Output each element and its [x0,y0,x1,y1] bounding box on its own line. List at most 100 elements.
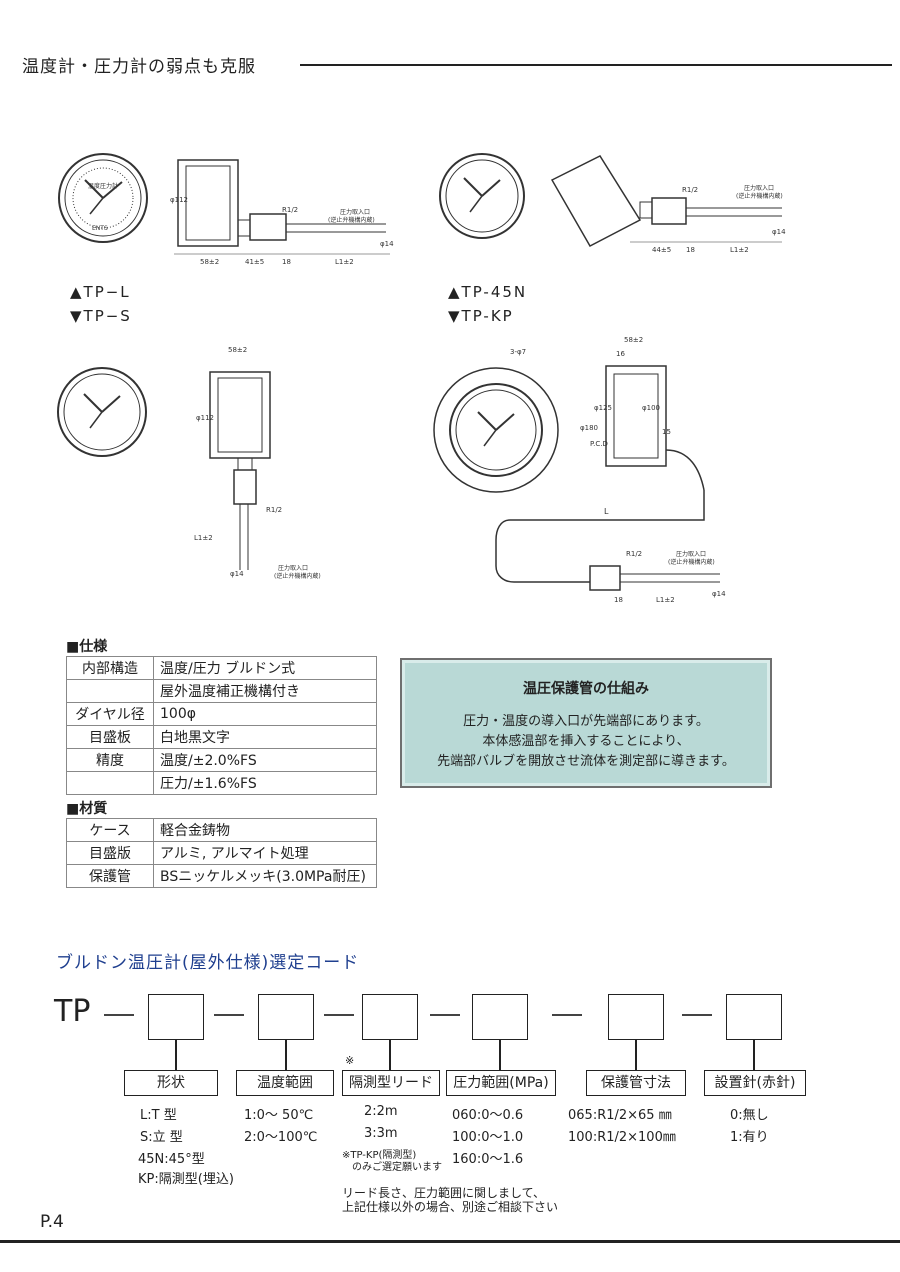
svg-text:圧力取入口: 圧力取入口 [340,208,370,216]
category-label-needle: 設置針(赤針) [704,1070,806,1096]
code-dash [324,1014,354,1016]
model-label-tp-s: ▼TP−S [70,307,132,325]
svg-text:R1/2: R1/2 [266,506,282,514]
svg-text:φ100: φ100 [642,404,660,412]
option-tube: 065:R1/2×65 ㎜ [568,1108,672,1123]
svg-text:L1±2: L1±2 [656,596,675,604]
category-label-tube: 保護管寸法 [586,1070,686,1096]
note-line: 圧力・温度の導入口が先端部にあります。 [463,714,709,729]
svg-text:圧力取入口: 圧力取入口 [278,564,308,572]
svg-text:41±5: 41±5 [245,258,264,266]
header-rule [300,64,892,66]
svg-text:3-φ7: 3-φ7 [510,348,526,356]
code-prefix: TP [54,994,91,1029]
svg-text:18: 18 [686,246,695,254]
svg-text:(逆止弁機構内蔵): (逆止弁機構内蔵) [668,558,715,566]
svg-text:R1/2: R1/2 [682,186,698,194]
code-dash [104,1014,134,1016]
category-label-shape: 形状 [124,1070,218,1096]
model-label-tp-kp: ▼TP-KP [448,307,514,325]
svg-text:L1±2: L1±2 [194,534,213,542]
option-shape: S:立 型 [140,1130,183,1145]
svg-text:(逆止弁機構内蔵): (逆止弁機構内蔵) [328,216,375,224]
table-row: 精度温度/±2.0%FS [66,748,377,772]
svg-text:18: 18 [282,258,291,266]
page-section-title: 温度計・圧力計の弱点も克服 [22,57,256,77]
svg-text:(逆止弁機構内蔵): (逆止弁機構内蔵) [736,192,783,200]
option-tube: 100:R1/2×100㎜ [568,1130,676,1145]
svg-text:φ14: φ14 [712,590,726,598]
option-needle: 0:無し [730,1108,769,1123]
category-label-pressure: 圧力範囲(MPa) [446,1070,556,1096]
code-stem [175,1039,177,1070]
svg-text:(逆止弁機構内蔵): (逆止弁機構内蔵) [274,572,321,580]
code-dash [214,1014,244,1016]
code-stem [285,1039,287,1070]
svg-text:φ14: φ14 [772,228,786,236]
svg-text:L: L [604,507,609,516]
spec-title: ■仕様 [66,639,108,655]
material-title: ■材質 [66,801,108,817]
code-box-lead [362,994,418,1040]
note-box: 温圧保護管の仕組み 圧力・温度の導入口が先端部にあります。 本体感温部を挿入する… [400,658,772,788]
svg-text:L1±2: L1±2 [730,246,749,254]
svg-text:58±2: 58±2 [228,346,247,354]
asterisk-mark: ※ [345,1054,355,1067]
svg-text:L1±2: L1±2 [335,258,354,266]
option-temp: 2:0〜100℃ [244,1130,318,1145]
drawing-tp-s: 58±2 φ112 R1/2 L1±2 φ14 圧力取入口 (逆止弁機構内蔵) [50,340,350,590]
footer-rule [0,1240,900,1243]
option-shape: L:T 型 [140,1108,177,1123]
table-row: 圧力/±1.6%FS [66,771,377,795]
code-stem [499,1039,501,1070]
code-footnote: リード長さ、圧力範囲に関しまして、 [342,1186,546,1200]
svg-text:φ180: φ180 [580,424,598,432]
code-box-temp [258,994,314,1040]
lead-note: のみご選定願います [352,1162,442,1173]
option-pressure: 100:0〜1.0 [452,1130,524,1145]
code-dash [430,1014,460,1016]
code-stem [389,1039,391,1070]
svg-text:R1/2: R1/2 [282,206,298,214]
option-pressure: 060:0〜0.6 [452,1108,524,1123]
option-shape: 45N:45°型 [138,1152,205,1167]
svg-text:P.C.D: P.C.D [590,440,608,448]
table-row: 目盛板白地黒文字 [66,725,377,749]
code-dash [682,1014,712,1016]
option-pressure: 160:0〜1.6 [452,1152,524,1167]
svg-text:φ14: φ14 [380,240,394,248]
drawing-tp-l: 温度圧力計 ENTS R1/2 圧力取入口 (逆止弁機構内蔵) 58±2 41±… [50,150,400,270]
note-line: 本体感温部を挿入することにより、 [482,734,690,749]
model-label-tp-45n: ▲TP-45N [448,283,528,301]
code-box-tube [608,994,664,1040]
code-stem [753,1039,755,1070]
table-row: ケース軽合金鋳物 [66,818,377,842]
table-row: 目盛版アルミ, アルマイト処理 [66,841,377,865]
option-lead: 2:2m [364,1104,398,1119]
drawing-tp-45n: R1/2 圧力取入口 (逆止弁機構内蔵) 44±5 18 L1±2 φ14 [430,150,790,260]
svg-text:44±5: 44±5 [652,246,671,254]
table-row: 内部構造温度/圧力 ブルドン式 [66,656,377,680]
note-title: 温圧保護管の仕組み [523,681,649,697]
svg-text:φ112: φ112 [196,414,214,422]
svg-text:15: 15 [662,428,671,436]
code-box-pressure [472,994,528,1040]
svg-text:φ14: φ14 [230,570,244,578]
code-dash [552,1014,582,1016]
model-label-tp-l: ▲TP−L [70,283,131,301]
table-row: 屋外温度補正機構付き [66,679,377,703]
svg-text:φ112: φ112 [170,196,188,204]
option-lead: 3:3m [364,1126,398,1141]
category-label-lead: 隔測型リード [342,1070,440,1096]
code-box-needle [726,994,782,1040]
code-stem [635,1039,637,1070]
code-footnote: 上記仕様以外の場合、別途ご相談下さい [342,1200,559,1214]
gauge-title: 温度圧力計 [88,182,118,190]
svg-text:圧力取入口: 圧力取入口 [744,184,774,192]
option-temp: 1:0〜 50℃ [244,1108,314,1123]
drawing-tp-kp: 3-φ7 58±2 16 φ180 P.C.D φ125 φ100 15 L R… [430,330,800,610]
svg-text:φ125: φ125 [594,404,612,412]
